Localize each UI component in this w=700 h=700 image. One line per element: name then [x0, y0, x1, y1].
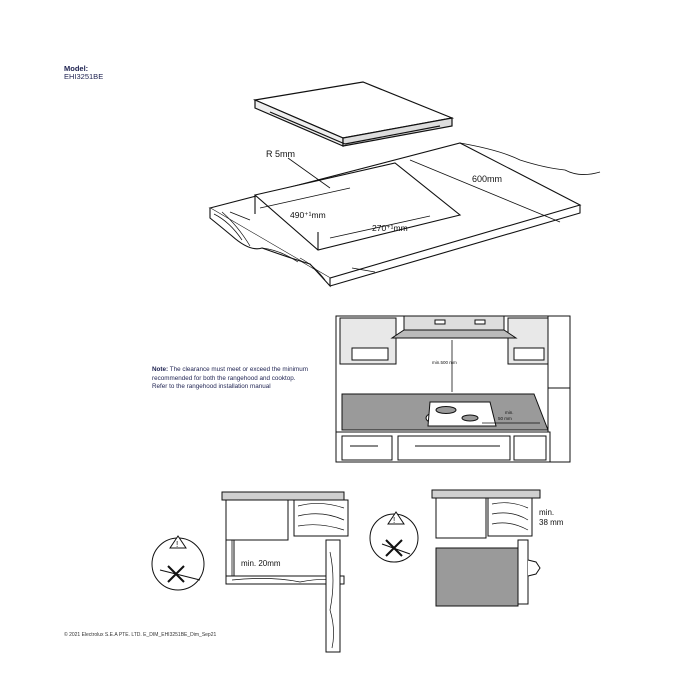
- worktop-depth-dimension: 600mm: [472, 174, 502, 184]
- model-code: EHI3251BE: [64, 72, 104, 81]
- rangehood-clearance-label: min.500 mm: [432, 360, 457, 365]
- copyright-footer: © 2021 Electrolux S.E.A PTE. LTD. E_DIM_…: [64, 632, 217, 638]
- svg-text:!: !: [176, 540, 178, 549]
- radius-dimension: R 5mm: [266, 149, 295, 159]
- side-clearance-label: min. 50 mm: [498, 410, 515, 421]
- install-detail-left: !: [151, 491, 349, 653]
- svg-text:!: !: [393, 516, 395, 525]
- right-clearance-line-2: 38 mm: [539, 518, 564, 527]
- install-detail-right: !: [369, 489, 541, 607]
- kitchen-illustration: [335, 315, 571, 463]
- side-clearance-line-2: 50 mm: [498, 416, 512, 421]
- left-clearance-label: min. 20mm: [241, 559, 281, 568]
- note-text: The clearance must meet or exceed the mi…: [152, 366, 308, 391]
- installation-note: Note: The clearance must meet or exceed …: [152, 366, 312, 392]
- right-clearance-label: min. 38 mm: [539, 508, 564, 527]
- note-heading: Note:: [152, 366, 169, 373]
- right-clearance-line-1: min.: [539, 508, 554, 517]
- cutout-depth-dimension: 270⁺¹mm: [372, 223, 408, 233]
- cooktop-illustration: [252, 81, 455, 147]
- model-label: Model:: [64, 64, 89, 73]
- worktop-illustration: [208, 142, 601, 288]
- side-clearance-line-1: min.: [505, 410, 514, 415]
- cutout-width-dimension: 490⁺¹mm: [290, 210, 326, 220]
